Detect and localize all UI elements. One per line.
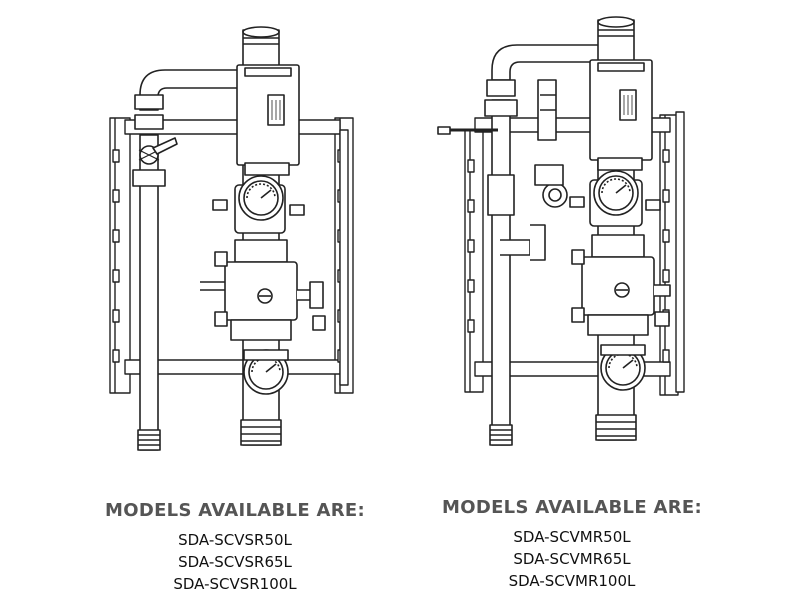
pressure-gauge-lower	[600, 344, 646, 391]
valve-assembly-drawing-left	[95, 0, 370, 470]
model-item: SDA-SCVSR100L	[173, 575, 297, 593]
pressure-gauge-upper	[212, 175, 305, 234]
model-item: SDA-SCVSR65L	[178, 553, 292, 571]
pressure-gauge-upper	[569, 170, 661, 227]
caption-left: MODELS AVAILABLE ARE: SDA-SCVSR50L SDA-S…	[100, 500, 370, 595]
alarm-valve-body	[571, 234, 671, 336]
models-heading-left: MODELS AVAILABLE ARE:	[105, 500, 365, 521]
flow-switch-box	[236, 64, 300, 176]
drain-pipe	[437, 44, 606, 446]
models-heading-right: MODELS AVAILABLE ARE:	[442, 497, 702, 518]
model-item: SDA-SCVMR100L	[508, 572, 636, 590]
flow-switch-box	[589, 59, 653, 171]
drain-pipe	[132, 69, 241, 451]
pressure-gauge-lower	[243, 349, 289, 395]
model-item: SDA-SCVMR65L	[513, 550, 631, 568]
alarm-valve-body	[200, 239, 326, 341]
model-item: SDA-SCVSR50L	[178, 531, 292, 549]
caption-right: MODELS AVAILABLE ARE: SDA-SCVMR50L SDA-S…	[437, 497, 707, 592]
valve-assembly-drawing-right	[430, 0, 710, 470]
model-item: SDA-SCVMR50L	[513, 528, 631, 546]
